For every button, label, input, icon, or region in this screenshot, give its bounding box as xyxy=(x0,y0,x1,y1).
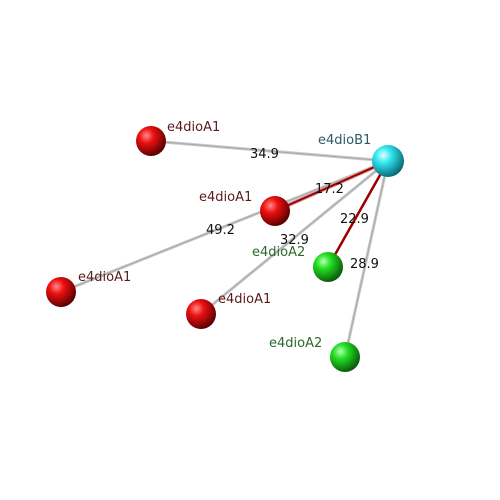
distance-labels-layer: 34.9 17.2 49.2 32.9 22.9 28.9 xyxy=(206,147,379,272)
bonds-layer xyxy=(60,139,390,358)
atom-e4dioA2-mid[interactable] xyxy=(313,252,343,282)
distance-label-34-9: 34.9 xyxy=(250,147,279,162)
distance-label-17-2: 17.2 xyxy=(315,182,344,197)
label-e4dioB1: e4dioB1 xyxy=(318,133,371,148)
bond-b1-a1-left xyxy=(60,159,389,294)
label-e4dioA2-low: e4dioA2 xyxy=(269,336,322,351)
label-e4dioA1-top: e4dioA1 xyxy=(167,120,220,135)
distance-label-28-9: 28.9 xyxy=(350,257,379,272)
bond-b1-a2-low xyxy=(343,160,390,358)
label-e4dioA1-left: e4dioA1 xyxy=(78,270,131,285)
bond-b1-a2-mid xyxy=(326,160,390,268)
atom-labels-layer: e4dioB1 e4dioA1 e4dioA1 e4dioA1 e4dioA1 … xyxy=(78,120,371,351)
label-e4dioA1-low: e4dioA1 xyxy=(218,292,271,307)
atom-e4dioB1[interactable] xyxy=(372,145,404,177)
atom-e4dioA1-low[interactable] xyxy=(186,299,216,329)
atom-e4dioA1-top[interactable] xyxy=(136,126,166,156)
bond-b1-a1-mid xyxy=(274,159,389,213)
atom-e4dioA2-low[interactable] xyxy=(330,342,360,372)
distance-label-49-2: 49.2 xyxy=(206,223,235,238)
label-e4dioA2-mid: e4dioA2 xyxy=(252,245,305,260)
atoms-layer xyxy=(46,126,404,372)
atom-e4dioA1-left[interactable] xyxy=(46,277,76,307)
label-e4dioA1-mid: e4dioA1 xyxy=(199,190,252,205)
bond-b1-a1-low xyxy=(200,159,389,316)
atom-e4dioA1-mid[interactable] xyxy=(260,196,290,226)
bond-b1-a1-top xyxy=(150,139,389,163)
distance-label-22-9: 22.9 xyxy=(340,212,369,227)
distance-label-32-9: 32.9 xyxy=(280,233,309,248)
